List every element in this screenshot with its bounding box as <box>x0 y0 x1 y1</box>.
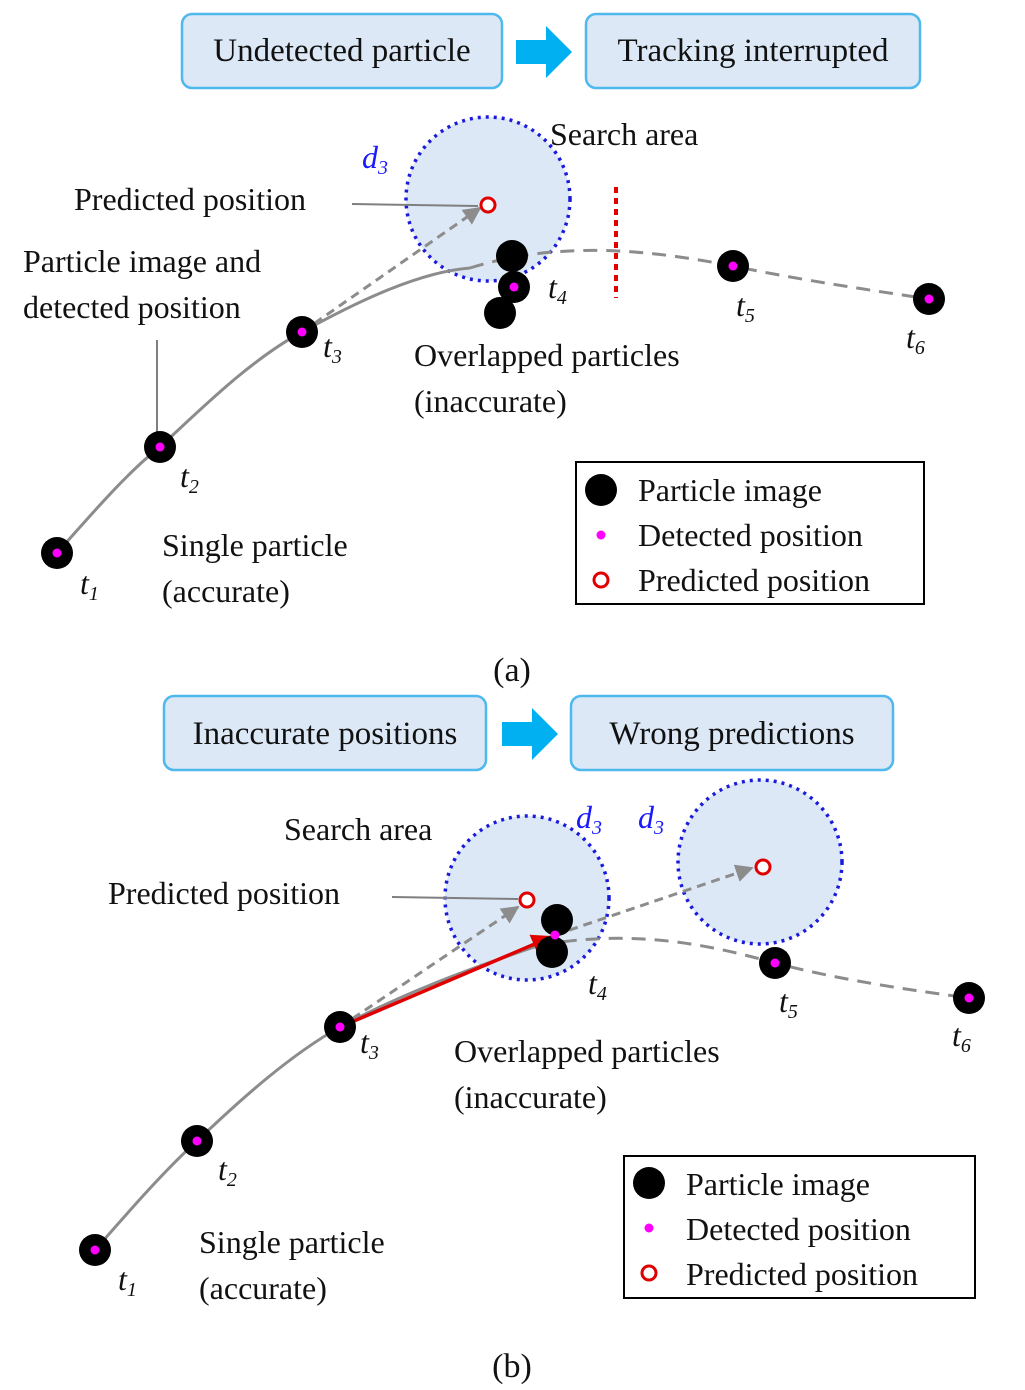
legend-predicted-position: Predicted position <box>686 1256 918 1292</box>
flow-right-label: Tracking interrupted <box>618 33 889 69</box>
legend-predicted-icon <box>592 571 610 589</box>
legend-predicted-position: Predicted position <box>638 562 870 598</box>
radius-label-wrong: d3 <box>638 799 664 839</box>
time-label-t3: t3 <box>360 1024 379 1064</box>
predicted-position-marker <box>518 891 536 909</box>
time-label-t6: t6 <box>906 319 925 359</box>
wrong-prediction-vector <box>554 864 754 937</box>
legend-particle-image: Particle image <box>638 472 822 508</box>
particle-t1 <box>79 1234 111 1266</box>
wrong-predicted-position-marker <box>754 858 772 876</box>
legend-particle-icon <box>585 474 617 506</box>
overlapped-label-line1: Overlapped particles <box>414 337 680 373</box>
flow-left-label: Inaccurate positions <box>193 716 458 752</box>
predicted-leader <box>391 896 519 900</box>
particle-t6 <box>913 283 945 315</box>
particle-t5 <box>759 947 791 979</box>
particle-image-label-line2: detected position <box>23 289 241 325</box>
overlapped-particles <box>536 904 573 968</box>
single-particle-label-line1: Single particle <box>162 527 348 563</box>
time-label-t1: t1 <box>118 1261 137 1301</box>
legend-detected-position: Detected position <box>638 517 863 553</box>
legend: Particle image Detected position Predict… <box>575 461 925 605</box>
search-area-label: Search area <box>284 811 432 847</box>
particle-t3 <box>286 316 318 348</box>
legend-detected-icon <box>644 1223 654 1233</box>
overlapped-label-line2: (inaccurate) <box>414 383 567 419</box>
trajectory-solid <box>93 943 541 1251</box>
panel-a: Undetected particle Tracking interrupted… <box>23 12 945 689</box>
predicted-leader <box>351 203 479 207</box>
flow-arrow-icon <box>516 26 572 78</box>
particle-t1 <box>41 537 73 569</box>
flow-box-wrong: Wrong predictions <box>569 694 895 772</box>
caption-a: (a) <box>493 652 531 689</box>
flow-right-label: Wrong predictions <box>609 716 854 752</box>
particle-t2 <box>144 431 176 463</box>
particle-t5 <box>717 250 749 282</box>
trajectory-solid <box>55 266 471 554</box>
predicted-position-label: Predicted position <box>74 181 306 217</box>
single-particle-label-line2: (accurate) <box>162 573 290 609</box>
particle-t3 <box>324 1011 356 1043</box>
prediction-vector <box>301 206 482 334</box>
flow-arrow-icon <box>502 708 558 760</box>
overlapped-label-line2: (inaccurate) <box>454 1079 607 1115</box>
prediction-vector <box>339 905 520 1029</box>
time-label-t4: t4 <box>588 965 607 1005</box>
overlapped-particles <box>484 240 530 329</box>
flow-box-undetected: Undetected particle <box>180 12 504 90</box>
particle-image-label-line1: Particle image and <box>23 243 261 279</box>
legend-detected-position: Detected position <box>686 1211 911 1247</box>
caption-b: (b) <box>492 1348 532 1385</box>
panel-b: Inaccurate positions Wrong predictions S… <box>79 694 985 1385</box>
predicted-position-marker <box>479 196 497 214</box>
single-particle-label-line2: (accurate) <box>199 1270 327 1306</box>
radius-label: d3 <box>576 799 602 839</box>
legend-predicted-icon <box>640 1264 658 1282</box>
particle-t2 <box>181 1125 213 1157</box>
particle-t6 <box>953 982 985 1014</box>
time-label-t5: t5 <box>736 287 755 327</box>
time-label-t2: t2 <box>180 458 199 498</box>
legend-particle-icon <box>633 1167 665 1199</box>
single-particle-label-line1: Single particle <box>199 1224 385 1260</box>
time-label-t1: t1 <box>80 565 99 605</box>
time-label-t4: t4 <box>548 269 567 309</box>
time-label-t5: t5 <box>779 983 798 1023</box>
legend-particle-image: Particle image <box>686 1166 870 1202</box>
predicted-position-label: Predicted position <box>108 875 340 911</box>
legend-detected-icon <box>596 530 606 540</box>
flow-left-label: Undetected particle <box>213 33 470 69</box>
flow-box-inaccurate: Inaccurate positions <box>162 694 488 772</box>
time-label-t2: t2 <box>218 1151 237 1191</box>
search-area-label: Search area <box>550 116 698 152</box>
time-label-t6: t6 <box>952 1017 971 1057</box>
legend: Particle image Detected position Predict… <box>623 1155 976 1299</box>
overlapped-label-line1: Overlapped particles <box>454 1033 720 1069</box>
time-label-t3: t3 <box>323 328 342 368</box>
radius-label: d3 <box>362 139 388 179</box>
flow-box-interrupted: Tracking interrupted <box>584 12 922 90</box>
inaccurate-displacement-vector <box>339 934 553 1029</box>
